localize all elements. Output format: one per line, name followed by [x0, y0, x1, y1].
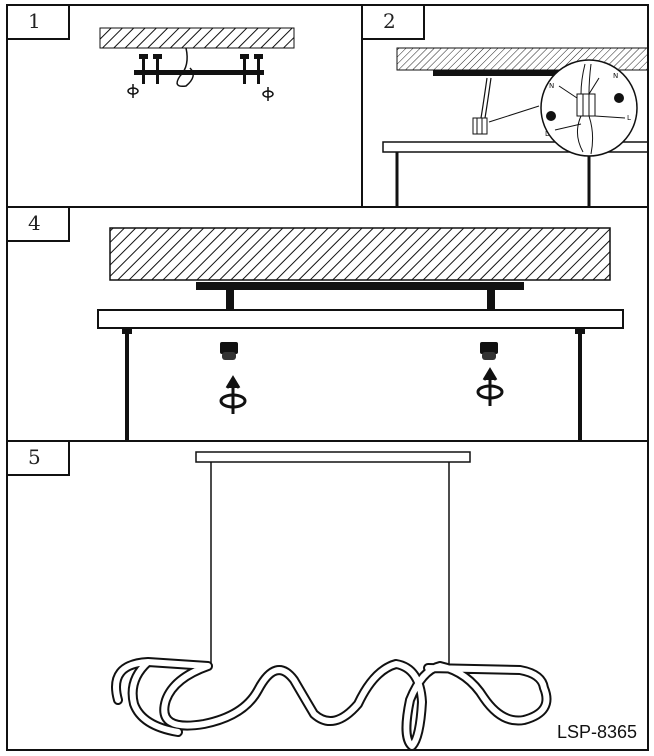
screw-left-2 [153, 54, 162, 84]
rotate-arrow-icon [476, 367, 504, 406]
mounting-bar [196, 282, 524, 290]
step-2-panel: 2 N N L L [361, 4, 649, 208]
step-4-panel: 4 [6, 206, 649, 442]
wire-label-n-top: N [613, 72, 619, 80]
step-5-label: 5 [8, 442, 70, 476]
screw-left-1 [139, 54, 148, 84]
suspension-wire-right [575, 328, 585, 440]
screw-right-1 [240, 54, 249, 84]
step-1-panel: 1 [6, 4, 363, 208]
screw-right-2 [254, 54, 263, 84]
mounting-bar [134, 70, 264, 75]
suspension-wire-left [122, 328, 132, 440]
cable-gripper-left [220, 342, 238, 360]
wire-label-l-left: L [545, 130, 549, 138]
mounting-post-right [487, 290, 495, 310]
model-number: LSP-8365 [556, 722, 637, 742]
terminal-block [472, 117, 488, 135]
supply-wire [176, 47, 194, 88]
step-1-label: 1 [8, 6, 70, 40]
ground-dot-right [614, 93, 624, 103]
step-4-illustration [97, 227, 624, 440]
step-5-illustration [111, 451, 552, 749]
hatched-ceiling [109, 227, 611, 281]
rotate-arrow-icon [127, 84, 274, 101]
hatched-ceiling [99, 27, 295, 49]
wire-label-l-right: L [627, 114, 631, 122]
step-2-label: 2 [363, 6, 425, 40]
canopy-plate [382, 141, 647, 153]
step-5-panel: 5 LSP-8365 [6, 440, 649, 751]
mounting-post-left [226, 290, 234, 310]
ceiling-canopy [195, 451, 471, 463]
canopy-plate [97, 309, 624, 329]
led-tube [111, 657, 552, 749]
step-4-label: 4 [8, 208, 70, 242]
ceiling-canopy [433, 70, 583, 76]
cable-gripper-right [480, 342, 498, 360]
step-1-illustration [99, 27, 295, 101]
rotate-arrow-icon [219, 375, 247, 414]
terminal-block-detail [576, 93, 596, 117]
ground-dot-left [546, 111, 556, 121]
wire-label-n-left: N [549, 82, 555, 90]
step-2-illustration [382, 47, 647, 206]
